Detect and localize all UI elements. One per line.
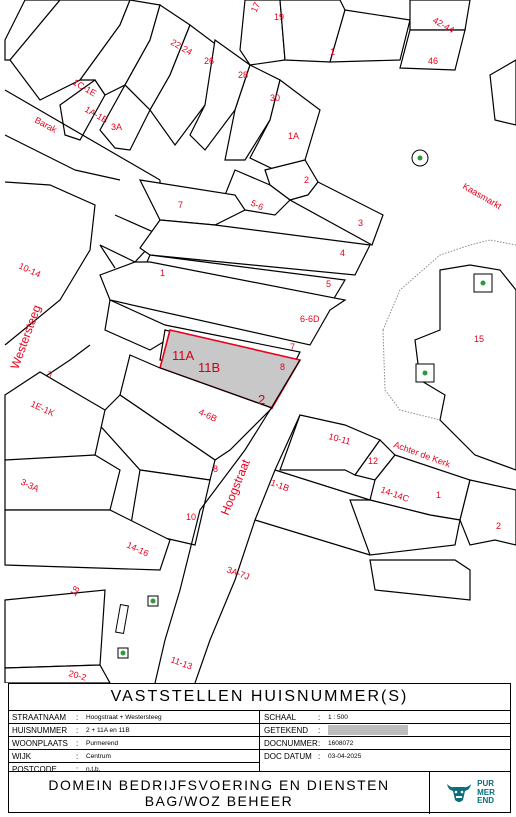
field-sep: : (76, 738, 79, 748)
field-value: Hoogstraat + Westersteeg (86, 713, 162, 721)
house-number: 3 (358, 218, 363, 228)
cadastral-map: Barak Kaasmarkt Westersteeg Hoogstraat A… (4, 0, 516, 683)
logo-text: PUR MER END (477, 780, 495, 806)
buildings-center (94, 179, 371, 546)
field-getekend: GETEKEND : (260, 724, 510, 737)
house-number: 46 (428, 56, 438, 66)
house-number: 7 (290, 342, 295, 352)
field-value: 1608072 (328, 739, 354, 747)
field-postcode: POSTCODE : n.t.b. (9, 763, 259, 775)
house-number: 8 (280, 362, 285, 372)
field-sep: : (318, 725, 321, 735)
bull-head-icon (447, 784, 472, 802)
field-sep: : (76, 751, 79, 761)
house-number: 2 (496, 521, 501, 531)
field-key: WOONPLAATS (12, 738, 68, 748)
field-sep: : (76, 764, 79, 774)
document-title: VASTSTELLEN HUISNUMMER(S) (9, 684, 510, 711)
parcel-label-2: 2 (258, 392, 265, 407)
house-number: 7 (178, 200, 183, 210)
selected-parcel-labels: 11A 11B 2 (172, 348, 265, 407)
field-woonplaats: WOONPLAATS : Purmerend (9, 737, 259, 750)
field-key: DOC DATUM (264, 751, 312, 761)
house-number: 26 (204, 56, 214, 66)
buildings-left (4, 371, 171, 683)
department: DOMEIN BEDRIJFSVOERING EN DIENSTEN BAG/W… (9, 772, 430, 814)
field-sep: : (318, 712, 321, 722)
house-number: 5 (326, 279, 331, 289)
buildings-right (154, 359, 516, 683)
parcel-label-11b: 11B (198, 360, 220, 375)
house-number: 19 (274, 12, 284, 22)
field-value: 03-04-2025 (328, 752, 362, 760)
field-value: Purmerend (86, 739, 119, 747)
purmerend-logo: PUR MER END (430, 772, 510, 814)
house-number: 20-2 (67, 668, 87, 682)
field-sep: : (318, 738, 321, 748)
house-number: 5-6 (249, 198, 265, 213)
info-table: STRAATNAAM : Hoogstraat + Westersteeg HU… (9, 711, 510, 774)
house-number: 30 (270, 93, 280, 103)
field-key: HUISNUMMER (12, 725, 68, 735)
info-left: STRAATNAAM : Hoogstraat + Westersteeg HU… (9, 711, 260, 774)
field-sep: : (76, 712, 79, 722)
department-line-2: BAG/WOZ BEHEER (144, 793, 294, 809)
title-block: VASTSTELLEN HUISNUMMER(S) STRAATNAAM : H… (8, 683, 511, 814)
field-key: DOCNUMMER (264, 738, 318, 748)
field-key: STRAATNAAM (12, 712, 67, 722)
house-number: 8 (213, 464, 218, 474)
field-value: 1 : 500 (328, 713, 348, 721)
field-key: POSTCODE (12, 764, 57, 774)
info-right: SCHAAL : 1 : 500 GETEKEND : DOCNUMMER : … (260, 711, 510, 771)
house-number: 6-6D (300, 314, 320, 324)
house-number: 12 (368, 456, 378, 466)
footer-row: DOMEIN BEDRIJFSVOERING EN DIENSTEN BAG/W… (9, 772, 510, 814)
house-number: 15 (474, 334, 484, 344)
field-huisnummer: HUISNUMMER : 2 + 11A en 11B (9, 724, 259, 737)
house-number: 3A (111, 122, 122, 132)
field-sep: : (76, 725, 79, 735)
house-number: 1 (330, 47, 335, 57)
redacted-value (328, 725, 408, 735)
house-number: 2 (304, 175, 309, 185)
field-wijk: WIJK : Centrum (9, 750, 259, 763)
logo-line: END (477, 796, 494, 806)
field-value: n.t.b. (86, 765, 101, 773)
house-number: 17 (249, 1, 262, 14)
house-number: 10 (186, 512, 196, 522)
house-number: 7 (48, 370, 53, 380)
house-number: 4 (340, 248, 345, 258)
house-number: 18 (68, 584, 82, 598)
field-schaal: SCHAAL : 1 : 500 (260, 711, 510, 724)
parcel-label-11a: 11A (172, 348, 194, 363)
buildings-top (4, 0, 516, 246)
field-key: SCHAAL (264, 712, 297, 722)
logo-line: PUR (477, 779, 494, 789)
field-key: GETEKEND (264, 725, 309, 735)
department-line-1: DOMEIN BEDRIJFSVOERING EN DIENSTEN (48, 777, 390, 793)
church-outline (382, 149, 516, 471)
house-number: 28 (238, 70, 248, 80)
field-key: WIJK (12, 751, 32, 761)
house-number: 1 (436, 490, 441, 500)
field-value: 2 + 11A en 11B (86, 726, 130, 734)
field-value: Centrum (86, 752, 111, 760)
field-straatnaam: STRAATNAAM : Hoogstraat + Westersteeg (9, 711, 259, 724)
field-sep: : (318, 751, 321, 761)
house-number: 1A (288, 131, 299, 141)
logo-line: MER (477, 787, 495, 797)
field-docdatum: DOC DATUM : 03-04-2025 (260, 750, 510, 762)
field-docnummer: DOCNUMMER : 1608072 (260, 737, 510, 750)
house-number: 1 (160, 268, 165, 278)
